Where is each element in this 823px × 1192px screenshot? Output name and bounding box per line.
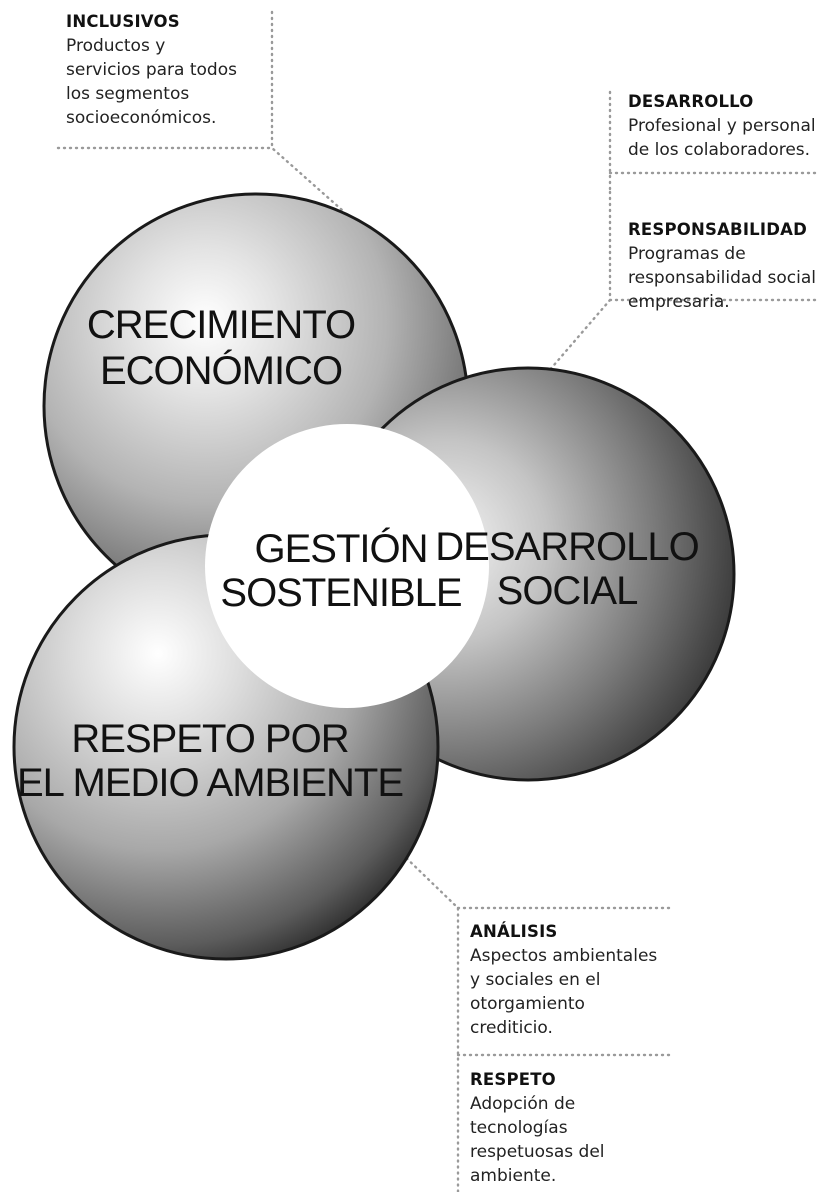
note-responsabilidad: RESPONSABILIDAD Programas de responsabil… [628,218,823,314]
note-desarrollo: DESARROLLO Profesional y personal de los… [628,90,823,162]
note-analisis: ANÁLISIS Aspectos ambientales y sociales… [470,920,675,1040]
leader-lines [56,10,822,1192]
center-label-line1: GESTIÓN [254,526,427,571]
note-inclusivos-title: INCLUSIVOS [66,12,180,31]
note-desarrollo-text: Profesional y personal de los colaborado… [628,116,816,160]
note-analisis-title: ANÁLISIS [470,922,558,941]
note-respeto-title: RESPETO [470,1070,556,1089]
note-respeto: RESPETO Adopción de tecnologías respetuo… [470,1068,675,1188]
note-inclusivos: INCLUSIVOS Productos y servicios para to… [66,10,276,130]
note-analisis-text: Aspectos ambientales y sociales en el ot… [470,946,658,1038]
note-responsabilidad-text: Programas de responsabilidad social empr… [628,244,817,312]
center-label-line2: SOSTENIBLE [220,571,461,615]
sphere-label-desarrollo-line1: DESARROLLO [435,525,698,569]
leader-inclusivos-vertical [270,10,344,212]
note-responsabilidad-title: RESPONSABILIDAD [628,220,807,239]
note-desarrollo-title: DESARROLLO [628,92,754,111]
sphere-label-respeto-line1: RESPETO POR [71,717,348,761]
leader-analisis-vertical [396,848,460,1192]
sphere-label-crecimiento-line1: CRECIMIENTO [87,303,355,347]
sphere-label-desarrollo-line2: SOCIAL [497,569,638,613]
center-circle [205,424,489,708]
note-respeto-text: Adopción de tecnologías respetuosas del … [470,1094,605,1186]
leader-responsabilidad-vertical [546,190,612,374]
note-inclusivos-text: Productos y servicios para todos los seg… [66,36,237,128]
sphere-label-respeto-line2: EL MEDIO AMBIENTE [17,761,403,805]
sphere-label-crecimiento-line2: ECONÓMICO [100,348,342,393]
